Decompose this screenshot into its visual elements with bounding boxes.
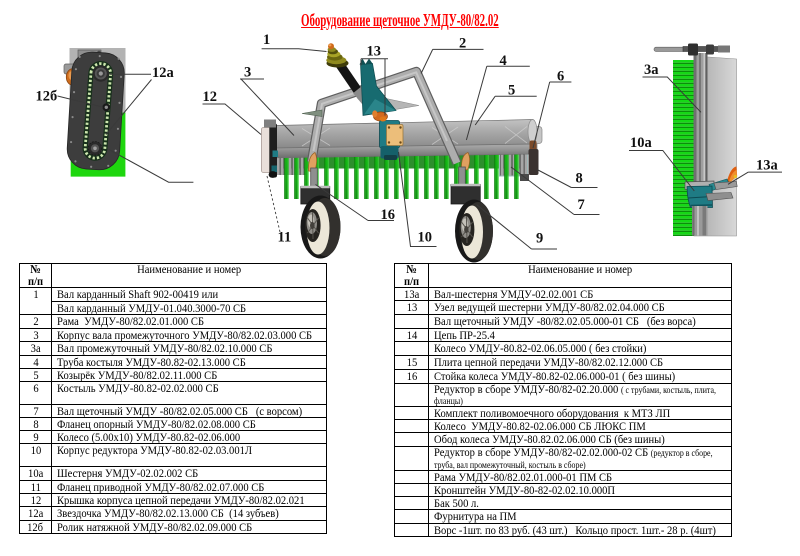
svg-text:9: 9 [536,231,543,247]
svg-text:12а: 12а [152,65,175,81]
svg-text:10: 10 [418,230,433,246]
svg-text:11: 11 [278,230,292,246]
svg-text:6: 6 [557,69,564,85]
svg-text:3а: 3а [644,62,659,78]
svg-text:1: 1 [263,32,270,48]
svg-text:13: 13 [367,44,382,60]
svg-text:13а: 13а [756,158,779,174]
svg-text:5: 5 [508,83,515,99]
svg-text:3: 3 [244,65,251,81]
svg-text:7: 7 [578,197,585,213]
svg-text:12б: 12б [36,89,58,105]
svg-text:10а: 10а [630,135,653,151]
svg-text:4: 4 [500,53,507,69]
svg-text:2: 2 [459,36,466,52]
svg-text:8: 8 [576,171,583,187]
svg-text:12: 12 [203,89,218,105]
svg-text:16: 16 [381,207,396,223]
